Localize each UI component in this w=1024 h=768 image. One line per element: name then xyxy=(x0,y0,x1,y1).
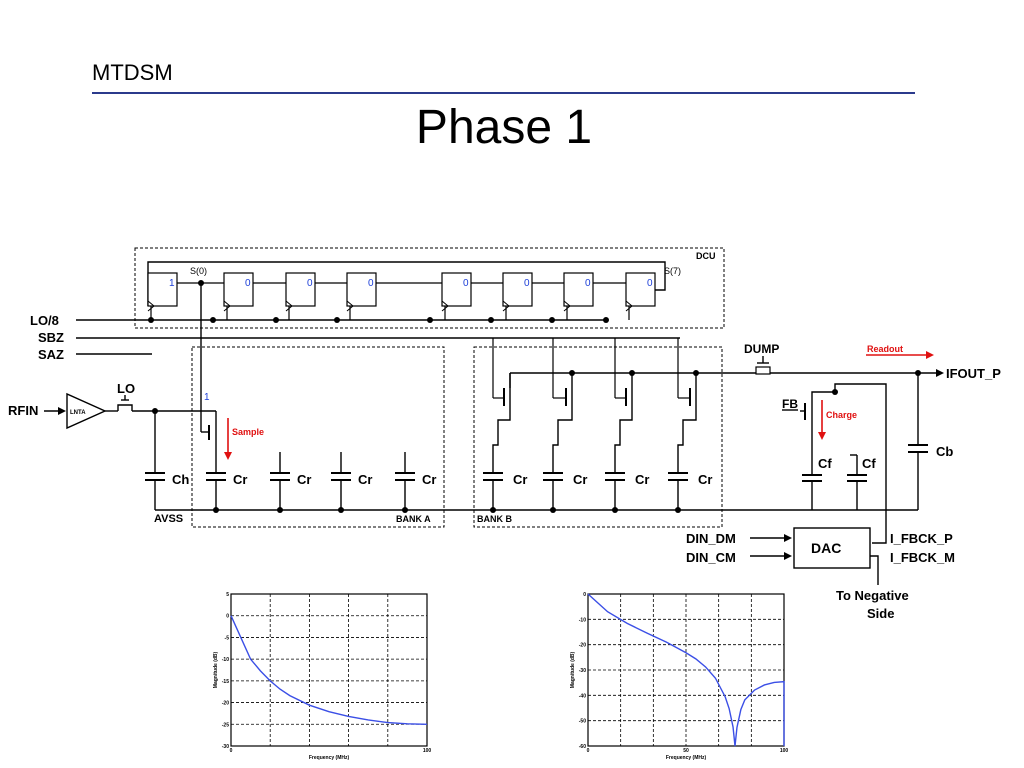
readout-annotation: Readout xyxy=(867,344,903,354)
flip-flop-bit: 0 xyxy=(647,278,653,289)
ifout-p-label: IFOUT_P xyxy=(946,366,1001,381)
bank-b-label: BANK B xyxy=(477,514,512,524)
cr-capacitor-label: Cr xyxy=(297,472,311,487)
flip-flop xyxy=(346,272,377,307)
cr-capacitor-label: Cr xyxy=(358,472,372,487)
din-cm-label: DIN_CM xyxy=(686,550,736,565)
slide-header-label: MTDSM xyxy=(92,60,173,85)
lnta-amplifier xyxy=(66,392,107,430)
bank-a-block xyxy=(191,346,445,528)
bank-a-label: BANK A xyxy=(396,514,431,524)
avss-label: AVSS xyxy=(154,513,183,525)
i-fbck-m-label: I_FBCK_M xyxy=(890,550,955,565)
bank-a-capacitors: Cr Cr Cr Cr xyxy=(206,452,436,513)
dac-label: DAC xyxy=(811,540,841,556)
flip-flop xyxy=(223,272,254,307)
flip-flop xyxy=(147,272,178,307)
slide-title: Phase 1 xyxy=(415,101,593,154)
flip-flop xyxy=(441,272,472,307)
cb-capacitor-label: Cb xyxy=(936,444,953,459)
s7-label: S(7) xyxy=(664,266,681,276)
charge-annotation: Charge xyxy=(826,410,857,420)
dump-switch-label: DUMP xyxy=(744,342,779,356)
lnta-label: LNTA xyxy=(70,410,86,416)
s0-line-value: 1 xyxy=(204,392,210,403)
flip-flop-bit: 0 xyxy=(463,278,469,289)
cf-capacitor-label-2: Cf xyxy=(862,456,876,471)
din-dm-label: DIN_DM xyxy=(686,531,736,546)
flip-flop-bit: 0 xyxy=(585,278,591,289)
flip-flop xyxy=(625,272,656,307)
header-rule xyxy=(92,92,915,94)
cr-capacitor-label: Cr xyxy=(698,472,712,487)
cf-capacitor-label-1: Cf xyxy=(818,456,832,471)
sbz-input-label: SBZ xyxy=(38,330,64,345)
lo8-junctions xyxy=(148,317,609,323)
i-fbck-p-label: I_FBCK_P xyxy=(890,531,953,546)
dac-block xyxy=(793,527,871,569)
bank-b-block xyxy=(473,346,723,528)
ch-capacitor-label: Ch xyxy=(172,472,189,487)
cr-capacitor-label: Cr xyxy=(513,472,527,487)
cr-capacitor-label: Cr xyxy=(233,472,247,487)
lo8-input-label: LO/8 xyxy=(30,313,59,328)
dcu-block xyxy=(134,247,725,329)
cr-capacitor-label: Cr xyxy=(573,472,587,487)
s0-label: S(0) xyxy=(190,266,207,276)
lo-switch-label: LO xyxy=(117,381,135,396)
flip-flop-bit: 0 xyxy=(245,278,251,289)
cr-capacitor-label: Cr xyxy=(422,472,436,487)
bank-b-capacitors: Cr Cr Cr Cr xyxy=(483,338,712,513)
flip-flop-bit: 0 xyxy=(524,278,530,289)
flip-flop-bit: 0 xyxy=(368,278,374,289)
negative-side-label-2: Side xyxy=(867,606,894,621)
saz-input-label: SAZ xyxy=(38,347,64,362)
flip-flop xyxy=(502,272,533,307)
flip-flop xyxy=(563,272,594,307)
flip-flop-chain: 1 0 0 0 0 0 0 0 xyxy=(147,272,656,320)
dcu-label: DCU xyxy=(696,251,716,261)
fb-switch-label: FB xyxy=(782,397,798,411)
flip-flop-bit: 0 xyxy=(307,278,313,289)
cr-capacitor-label: Cr xyxy=(635,472,649,487)
flip-flop-bit: 1 xyxy=(169,278,175,289)
sample-annotation: Sample xyxy=(232,427,264,437)
flip-flop xyxy=(285,272,316,307)
negative-side-label-1: To Negative xyxy=(836,588,909,603)
rfin-input-label: RFIN xyxy=(8,403,38,418)
